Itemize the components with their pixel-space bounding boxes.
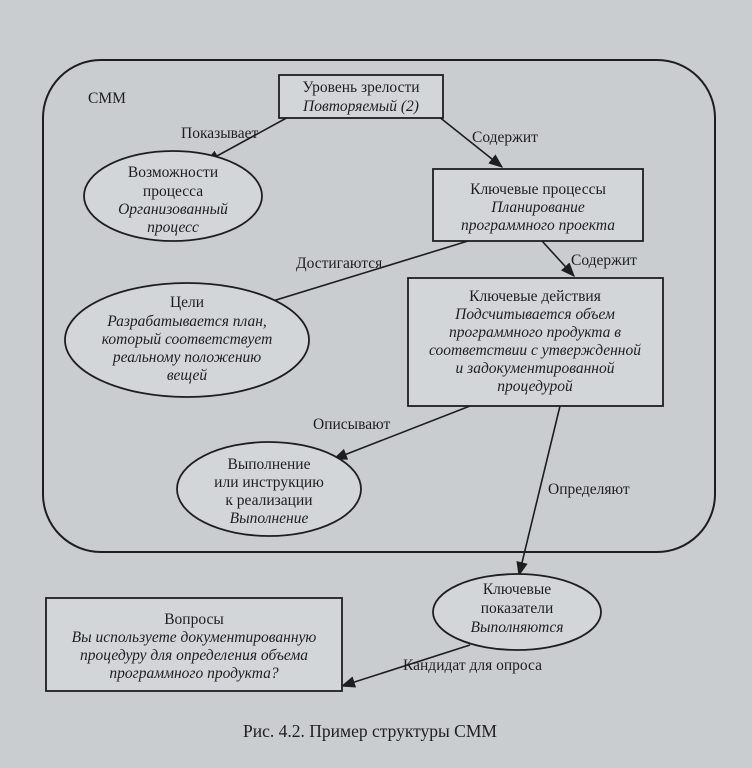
node-key-processes: Ключевые процессы Планирование программн… bbox=[432, 168, 644, 242]
edge-label-survey-candidate: Кандидат для опроса bbox=[403, 657, 542, 674]
svg-text:Повторяемый (2): Повторяемый (2) bbox=[302, 98, 419, 115]
svg-text:Вы используете документированн: Вы используете документированную bbox=[72, 629, 317, 646]
figure-caption: Рис. 4.2. Пример структуры СММ bbox=[243, 721, 497, 741]
svg-text:Уровень зрелости: Уровень зрелости bbox=[302, 79, 419, 96]
svg-text:Разрабатывается план,: Разрабатывается план, bbox=[106, 313, 267, 330]
edge-survey-candidate bbox=[340, 644, 471, 688]
edge-describe bbox=[332, 405, 471, 460]
edge-label-contains-2: Содержит bbox=[571, 252, 637, 269]
cmm-frame bbox=[42, 59, 716, 553]
svg-text:к реализации: к реализации bbox=[225, 492, 312, 509]
svg-text:реальному положению: реальному положению bbox=[112, 349, 261, 366]
svg-text:программного продукта?: программного продукта? bbox=[109, 665, 278, 682]
node-questions: Вопросы Вы используете документированную… bbox=[45, 597, 343, 692]
svg-text:вещей: вещей bbox=[167, 367, 208, 384]
svg-text:Цели: Цели bbox=[170, 294, 204, 311]
edge-shows bbox=[204, 114, 293, 163]
svg-text:Ключевые действия: Ключевые действия bbox=[469, 288, 601, 305]
svg-text:Подсчитывается объем: Подсчитывается объем bbox=[454, 306, 615, 323]
svg-text:процесса: процесса bbox=[143, 183, 203, 200]
svg-text:процесс: процесс bbox=[147, 219, 199, 236]
svg-text:Вопросы: Вопросы bbox=[164, 611, 224, 628]
svg-text:программного продукта в: программного продукта в bbox=[449, 324, 621, 341]
svg-text:Выполнение: Выполнение bbox=[230, 510, 309, 527]
edge-contains-2 bbox=[541, 240, 575, 278]
svg-text:Возможности: Возможности bbox=[128, 164, 218, 181]
svg-text:который соответствует: который соответствует bbox=[102, 331, 273, 348]
svg-text:Организованный: Организованный bbox=[118, 201, 228, 218]
svg-text:Выполняются: Выполняются bbox=[471, 619, 564, 636]
edge-label-achieved: Достигаются bbox=[296, 255, 382, 272]
svg-text:соответствии с утвержденной: соответствии с утвержденной bbox=[429, 342, 641, 359]
edge-label-define: Определяют bbox=[548, 481, 630, 498]
svg-text:Ключевые: Ключевые bbox=[483, 581, 551, 598]
node-implementation: Выполнение или инструкцию к реализации В… bbox=[176, 441, 362, 537]
cmm-frame-label: СММ bbox=[88, 90, 126, 107]
edge-label-shows: Показывает bbox=[181, 125, 259, 142]
node-key-actions: Ключевые действия Подсчитывается объем п… bbox=[407, 277, 664, 407]
svg-text:Планирование: Планирование bbox=[490, 199, 585, 216]
svg-text:или инструкцию: или инструкцию bbox=[214, 474, 324, 491]
node-goals: Цели Разрабатывается план, который соотв… bbox=[64, 282, 310, 398]
node-maturity-level: Уровень зрелости Повторяемый (2) bbox=[278, 74, 444, 119]
svg-text:процедурой: процедурой bbox=[497, 378, 573, 395]
svg-text:Ключевые процессы: Ключевые процессы bbox=[470, 181, 606, 198]
node-process-capability: Возможности процесса Организованный проц… bbox=[83, 150, 263, 242]
svg-text:показатели: показатели bbox=[481, 600, 554, 617]
svg-text:Выполнение: Выполнение bbox=[228, 456, 311, 473]
svg-text:программного проекта: программного проекта bbox=[461, 217, 615, 234]
svg-text:процедуру для определения объе: процедуру для определения объема bbox=[80, 647, 308, 664]
edge-achieved bbox=[248, 240, 469, 310]
edge-define bbox=[516, 405, 561, 577]
node-key-indicators: Ключевые показатели Выполняются bbox=[432, 573, 602, 651]
edge-contains-1 bbox=[437, 115, 504, 168]
edge-label-describe: Описывают bbox=[313, 416, 390, 433]
svg-text:и задокументированной: и задокументированной bbox=[456, 360, 615, 377]
edge-label-contains-1: Содержит bbox=[472, 129, 538, 146]
